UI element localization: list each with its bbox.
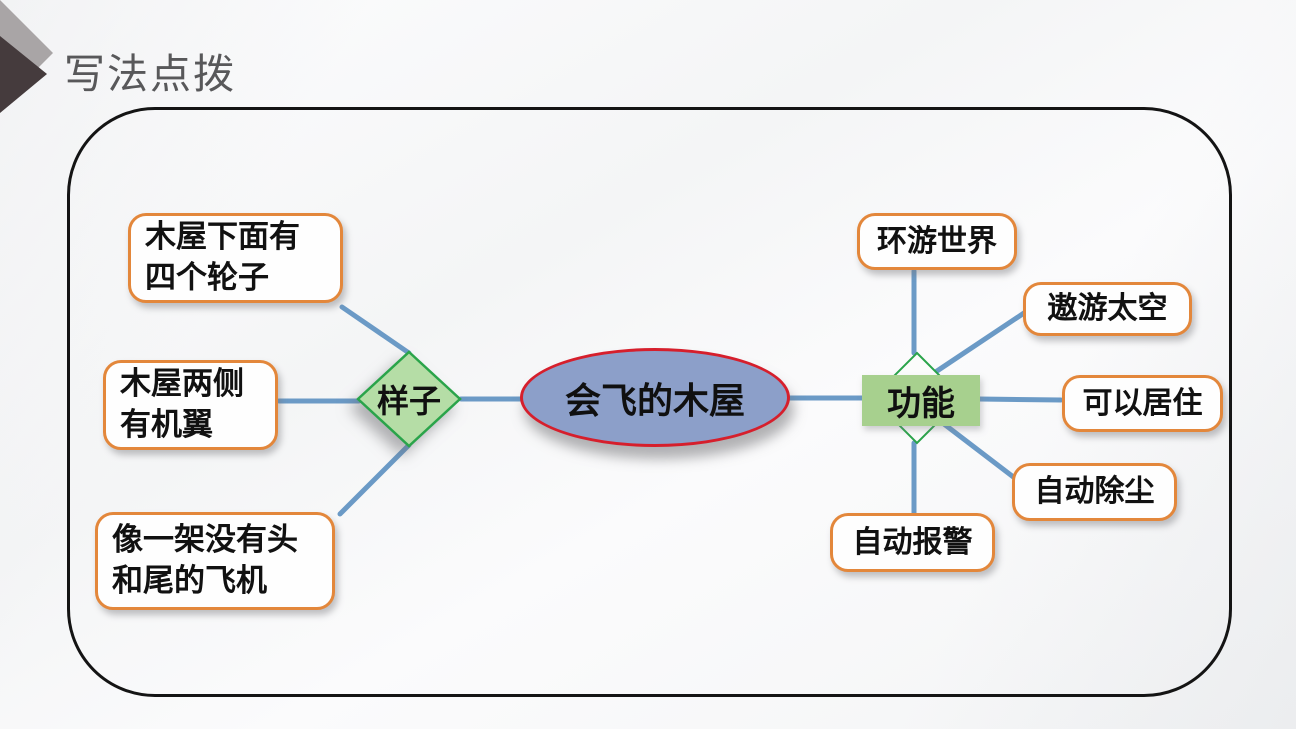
function-item-dust-clean: 自动除尘 xyxy=(1012,463,1177,521)
center-topic-label: 会飞的木屋 xyxy=(564,379,745,421)
appearance-item-wings: 木屋两侧 有机翼 xyxy=(103,360,278,450)
appearance-item-wings-label: 木屋两侧 有机翼 xyxy=(120,366,244,442)
function-item-auto-alarm: 自动报警 xyxy=(830,513,995,572)
corner-triangle-dark-icon xyxy=(0,36,47,113)
appearance-item-plane: 像一架没有头 和尾的飞机 xyxy=(95,512,335,610)
slide-title: 写法点拨 xyxy=(64,51,236,97)
function-branch-label: 功能 xyxy=(887,385,955,423)
function-item-live-in-label: 可以居住 xyxy=(1082,386,1203,420)
function-item-live-in: 可以居住 xyxy=(1062,375,1223,432)
corner-triangle-light-icon xyxy=(0,0,53,106)
function-item-space-label: 遨游太空 xyxy=(1047,292,1168,326)
center-topic-node: 会飞的木屋 xyxy=(520,348,790,447)
function-item-dust-clean-label: 自动除尘 xyxy=(1034,475,1155,509)
function-branch-node: 功能 xyxy=(862,375,980,426)
function-item-travel-world: 环游世界 xyxy=(857,213,1017,270)
function-item-auto-alarm-label: 自动报警 xyxy=(852,525,973,559)
function-item-travel-world-label: 环游世界 xyxy=(877,224,997,258)
appearance-item-wheels-label: 木屋下面有 四个轮子 xyxy=(145,219,300,295)
appearance-branch-label: 样子 xyxy=(376,383,441,419)
slide-frame xyxy=(67,107,1232,697)
appearance-item-wheels: 木屋下面有 四个轮子 xyxy=(128,213,343,303)
appearance-item-plane-label: 像一架没有头 和尾的飞机 xyxy=(112,522,298,598)
function-item-space: 遨游太空 xyxy=(1023,282,1192,336)
appearance-branch-node: 样子 xyxy=(359,374,459,424)
